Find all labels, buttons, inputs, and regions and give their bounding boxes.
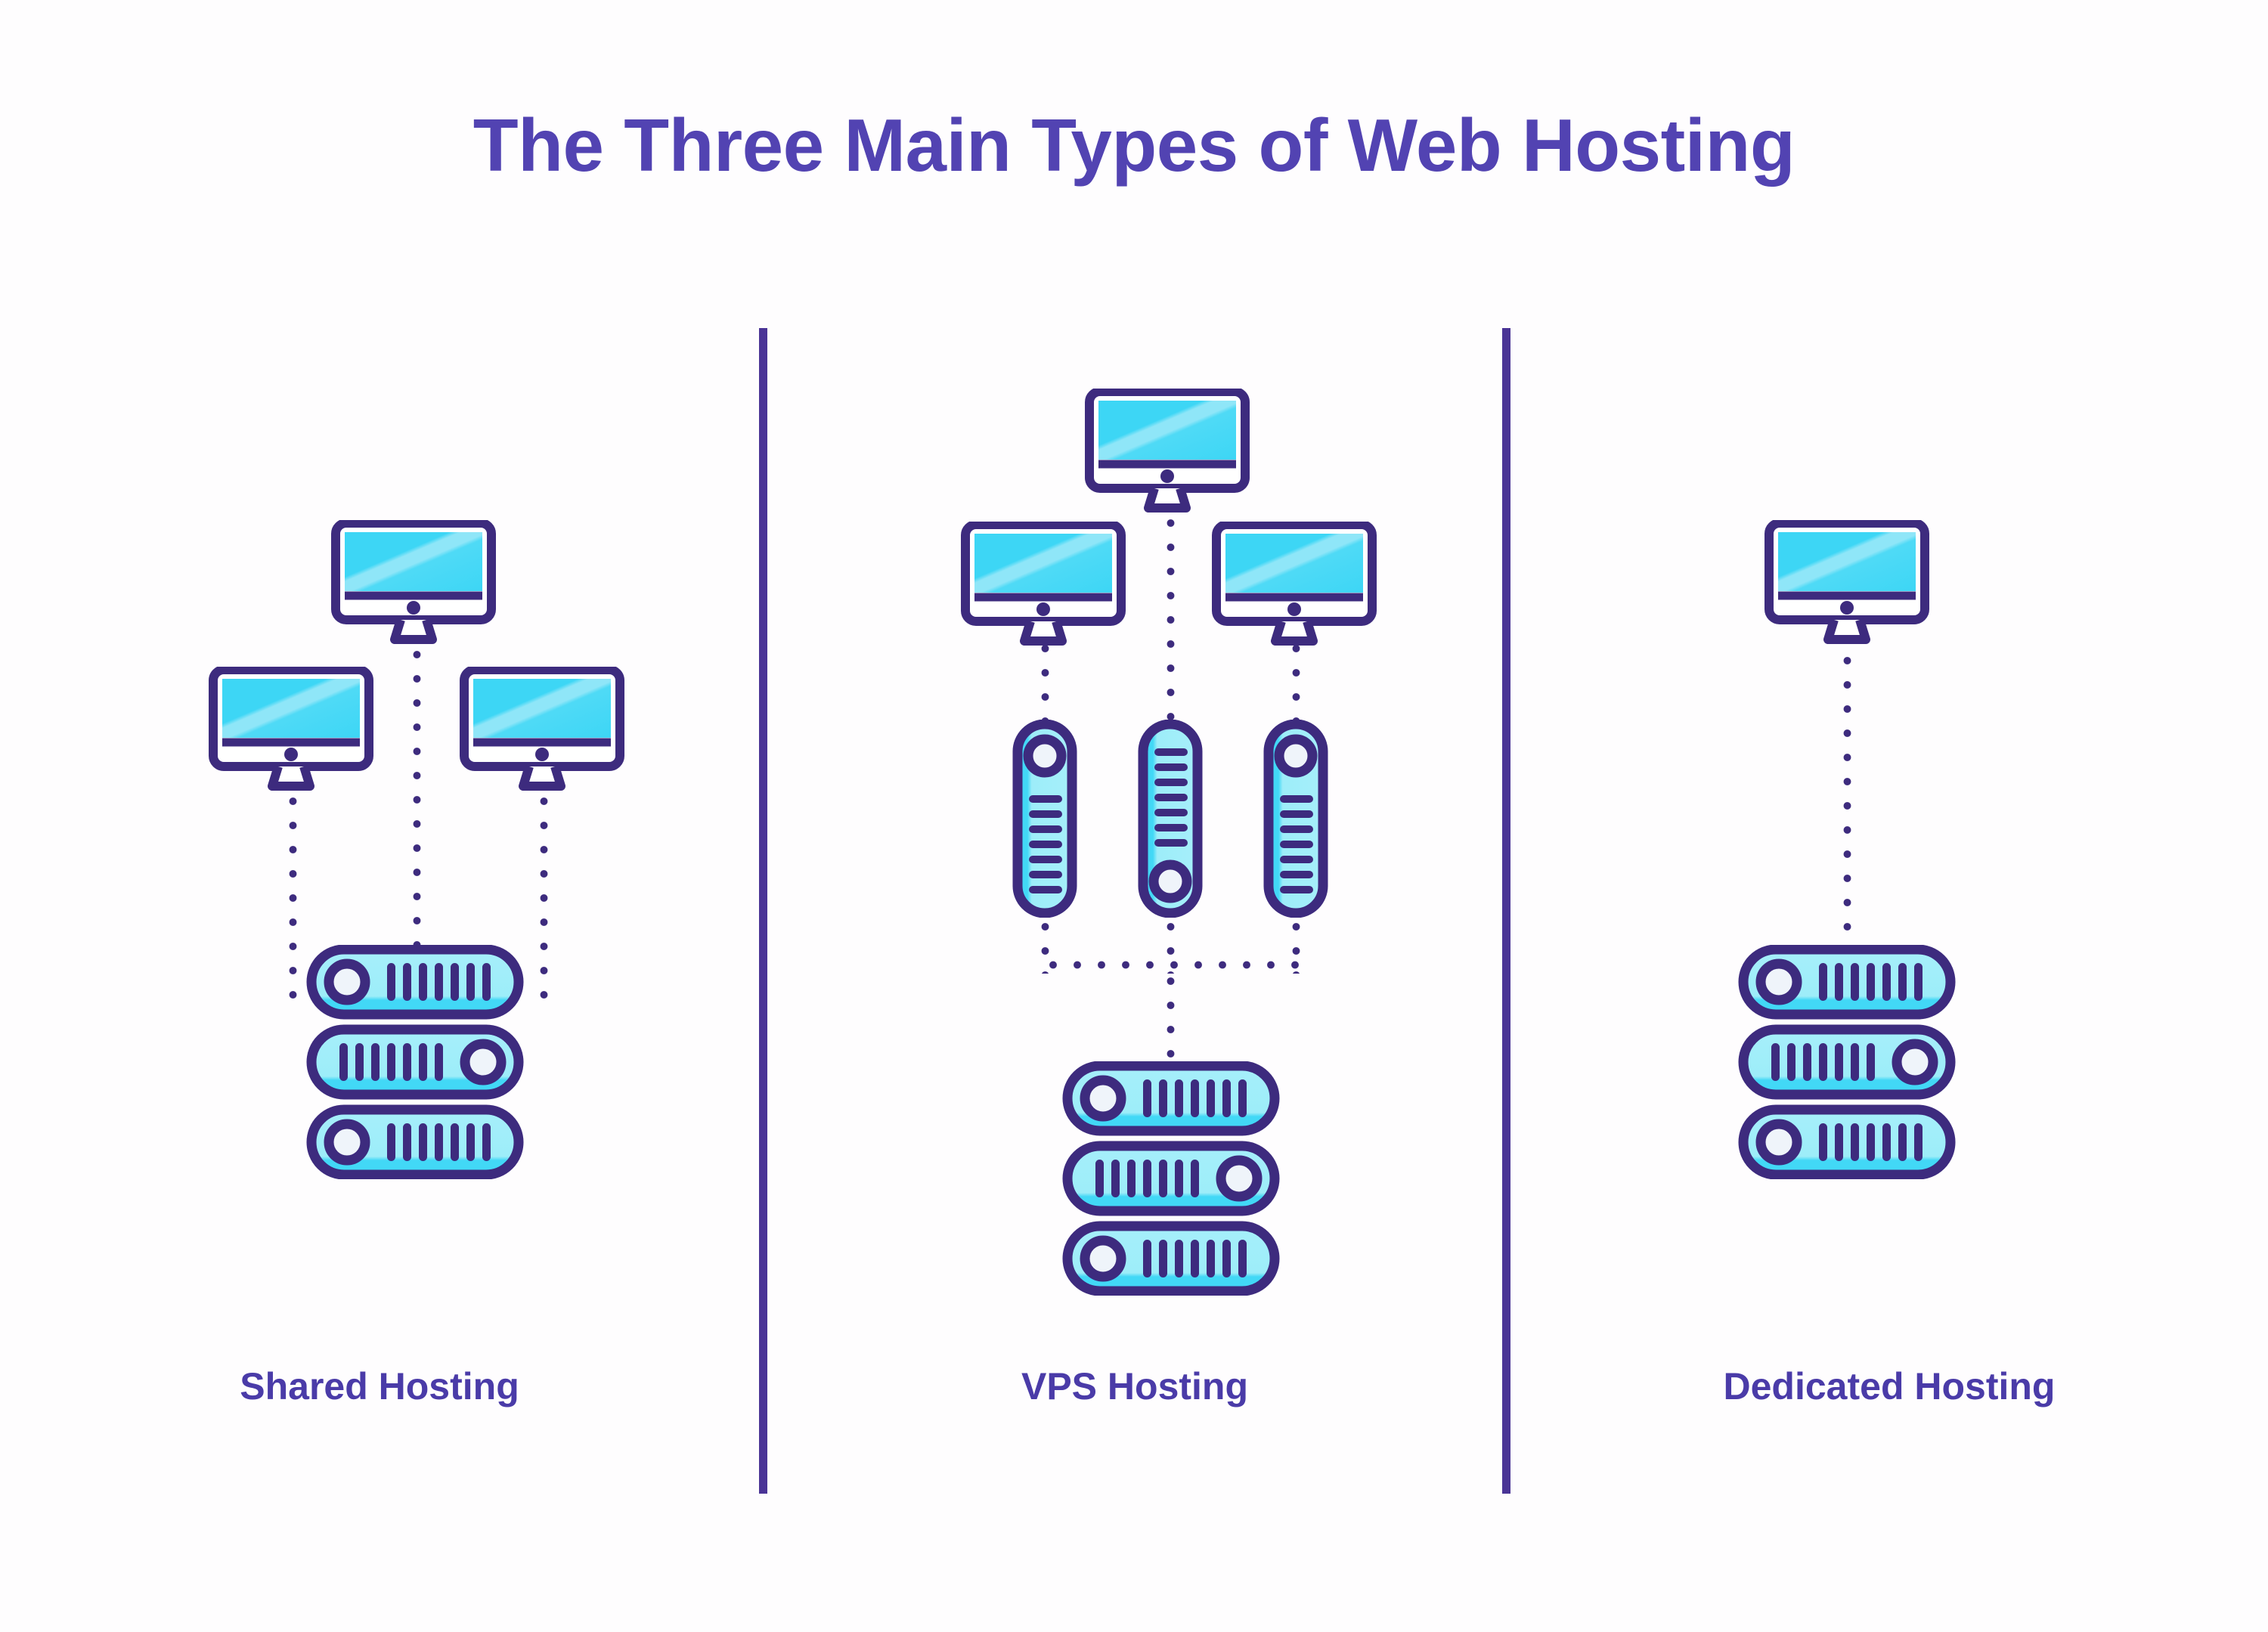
server-unit-3 [1062, 1221, 1280, 1296]
dotted-connector-icon [1041, 636, 1049, 724]
dotted-connector-icon [1843, 649, 1851, 951]
monitor-icon [1085, 387, 1250, 517]
column-label-dedicated-hosting: Dedicated Hosting [1723, 1365, 2056, 1407]
server-unit-1 [1738, 944, 1956, 1020]
server-rack-icon [1061, 1061, 1281, 1296]
dotted-connector-icon [1041, 915, 1049, 974]
dotted-connector-icon [1167, 915, 1175, 974]
monitor-icon [961, 520, 1126, 650]
column-label-shared-hosting: Shared Hosting [240, 1365, 519, 1407]
monitor-icon [331, 519, 496, 649]
column-shared-hosting: Shared Hosting [0, 0, 759, 1632]
column-dedicated-hosting: Dedicated Hosting [1510, 0, 2268, 1632]
dotted-connector-icon [1167, 969, 1175, 1072]
vps-node-icon [1138, 719, 1203, 918]
dotted-connector-icon [1292, 636, 1300, 724]
monitor-icon [1765, 519, 1929, 649]
vps-node-icon [1263, 719, 1328, 918]
server-unit-2 [306, 1024, 524, 1100]
dotted-connector-icon [289, 765, 297, 1014]
server-unit-2 [1062, 1141, 1280, 1216]
server-unit-3 [1738, 1104, 1956, 1180]
server-rack-icon [305, 944, 525, 1180]
server-unit-3 [306, 1104, 524, 1180]
column-vps-hosting: VPS Hosting [767, 0, 1502, 1632]
dotted-connector-icon [540, 765, 548, 1014]
server-unit-1 [1062, 1061, 1280, 1136]
monitor-icon [209, 665, 373, 795]
column-label-vps-hosting: VPS Hosting [1021, 1365, 1249, 1407]
dotted-connector-icon [1167, 511, 1175, 723]
dotted-connector-icon [413, 643, 421, 974]
monitor-icon [460, 665, 624, 795]
monitor-icon [1212, 520, 1377, 650]
server-unit-2 [1738, 1024, 1956, 1100]
page-title: The Three Main Types of Web Hosting [472, 104, 1796, 187]
column-divider-1 [759, 328, 767, 1494]
server-unit-1 [306, 944, 524, 1020]
dotted-connector-icon [1292, 915, 1300, 974]
dotted-connector-icon [1041, 961, 1301, 969]
server-rack-icon [1737, 944, 1957, 1180]
vps-node-icon [1012, 719, 1077, 918]
column-divider-2 [1502, 328, 1510, 1494]
